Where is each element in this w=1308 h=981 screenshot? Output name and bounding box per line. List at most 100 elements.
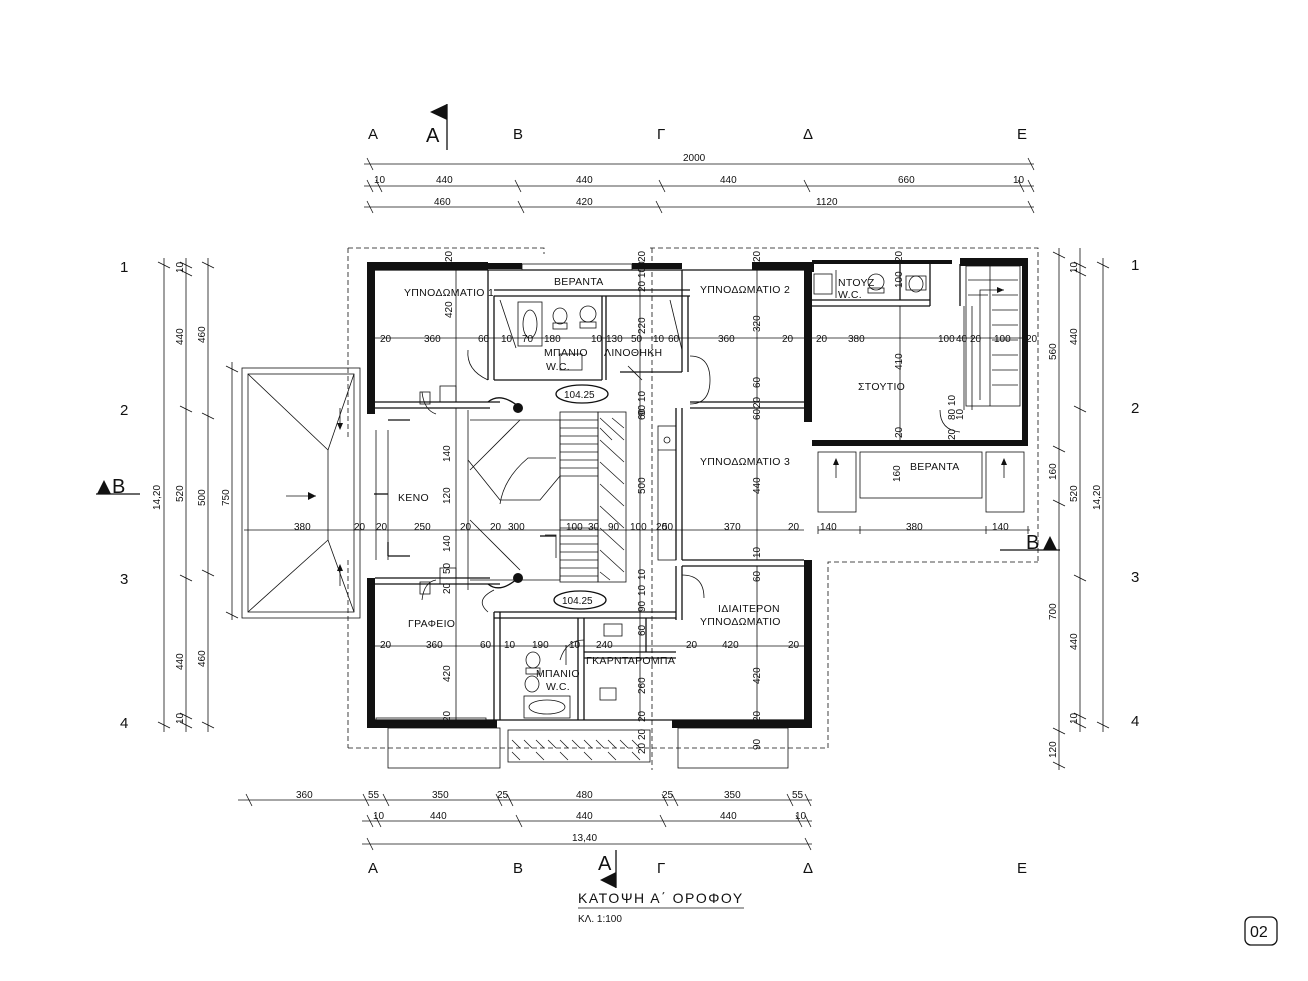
title-scale: ΚΛ. 1:100 — [578, 914, 622, 925]
svg-text:10: 10 — [795, 811, 807, 822]
svg-text:40: 40 — [956, 334, 968, 345]
svg-text:50: 50 — [631, 334, 643, 345]
svg-text:380: 380 — [294, 522, 311, 533]
svg-text:10: 10 — [1069, 261, 1080, 273]
svg-text:10: 10 — [653, 334, 665, 345]
svg-text:10: 10 — [637, 584, 648, 596]
room-master: ΙΔΙΑΙΤΕΡΟΝ — [718, 603, 780, 615]
svg-text:140: 140 — [442, 535, 453, 552]
room-bedroom-1: ΥΠΝΟΔΩΜΑΤΙΟ 1 — [404, 287, 494, 299]
grid-rows-right: 1 2 3 4 — [1131, 257, 1139, 730]
section-marker-a-bottom: A — [598, 850, 617, 888]
kitchenette — [657, 425, 677, 561]
grid-columns-top: A B Γ Δ E — [368, 126, 1027, 143]
svg-text:20: 20 — [442, 710, 453, 722]
svg-text:220: 220 — [637, 317, 648, 334]
grid-label: B — [513, 126, 523, 143]
grid-label: E — [1017, 126, 1027, 143]
svg-text:10: 10 — [637, 390, 648, 402]
svg-text:60: 60 — [637, 624, 648, 636]
grid-label: 3 — [120, 571, 128, 588]
svg-text:160: 160 — [1048, 463, 1059, 480]
svg-text:120: 120 — [442, 487, 453, 504]
svg-text:420: 420 — [576, 197, 593, 208]
svg-text:240: 240 — [596, 640, 613, 651]
svg-text:440: 440 — [720, 811, 737, 822]
svg-text:440: 440 — [576, 175, 593, 186]
void-roof — [241, 367, 361, 619]
section-marker-b-left: B — [96, 476, 140, 498]
svg-text:10: 10 — [1069, 712, 1080, 724]
svg-text:460: 460 — [434, 197, 451, 208]
svg-text:660: 660 — [898, 175, 915, 186]
svg-text:20: 20 — [970, 334, 982, 345]
svg-text:560: 560 — [1048, 343, 1059, 360]
room-office: ΓΡΑΦΕΙΟ — [408, 618, 455, 630]
grid-label: 1 — [120, 259, 128, 276]
svg-text:25: 25 — [662, 790, 674, 801]
svg-text:13,40: 13,40 — [572, 833, 597, 844]
svg-text:100: 100 — [938, 334, 955, 345]
grid-columns-bottom: A B Γ Δ E — [368, 860, 1027, 877]
svg-text:500: 500 — [637, 477, 648, 494]
svg-text:20: 20 — [788, 522, 800, 533]
svg-text:500: 500 — [197, 489, 208, 506]
section-marker-b-right: B — [1000, 532, 1060, 554]
room-bath-bottom-wc: W.C. — [546, 681, 570, 693]
room-veranda-top: ΒΕΡΑΝΤΑ — [554, 276, 604, 288]
svg-text:90: 90 — [637, 404, 648, 416]
svg-text:20: 20 — [947, 428, 958, 440]
svg-text:14,20: 14,20 — [1092, 485, 1103, 510]
svg-text:90: 90 — [637, 600, 648, 612]
svg-text:14,20: 14,20 — [152, 485, 163, 510]
svg-text:20: 20 — [816, 334, 828, 345]
svg-text:10: 10 — [373, 811, 385, 822]
svg-text:190: 190 — [532, 640, 549, 651]
room-storage: ΓΚΑΡΝΤΑΡΟΜΠΑ — [586, 655, 675, 667]
room-master-2: ΥΠΝΟΔΩΜΑΤΙΟ — [700, 616, 781, 628]
svg-text:160: 160 — [892, 465, 903, 482]
svg-text:20: 20 — [637, 742, 648, 754]
svg-text:250: 250 — [414, 522, 431, 533]
grid-label: E — [1017, 860, 1027, 877]
doors — [419, 349, 961, 661]
svg-text:20: 20 — [637, 710, 648, 722]
room-bedroom-3: ΥΠΝΟΔΩΜΑΤΙΟ 3 — [700, 456, 790, 468]
svg-text:B: B — [112, 476, 125, 498]
svg-text:20: 20 — [490, 522, 502, 533]
grid-label: A — [368, 860, 378, 877]
svg-text:10: 10 — [637, 568, 648, 580]
grid-label: A — [368, 126, 378, 143]
svg-text:20: 20 — [637, 280, 648, 292]
svg-text:10: 10 — [955, 408, 966, 420]
svg-text:480: 480 — [576, 790, 593, 801]
grid-label: 4 — [120, 715, 128, 732]
page-number: 02 — [1244, 916, 1278, 946]
svg-text:360: 360 — [424, 334, 441, 345]
interior-dim-numbers: 420 20 20 360 60 10 70 180 10 130 50 10 … — [294, 250, 1038, 754]
svg-text:20: 20 — [380, 640, 392, 651]
svg-text:100: 100 — [894, 271, 905, 288]
drawing-title: ΚΑΤΟΨΗ Α΄ ΟΡΟΦΟΥ ΚΛ. 1:100 — [578, 890, 744, 925]
grid-label: 2 — [1131, 400, 1139, 417]
svg-text:460: 460 — [197, 326, 208, 343]
svg-text:60: 60 — [752, 570, 763, 582]
svg-text:20: 20 — [782, 334, 794, 345]
svg-text:20: 20 — [444, 250, 455, 262]
svg-text:10: 10 — [175, 261, 186, 273]
svg-text:520: 520 — [1069, 485, 1080, 502]
svg-text:100: 100 — [637, 261, 648, 278]
svg-text:700: 700 — [1048, 603, 1059, 620]
svg-text:10: 10 — [752, 546, 763, 558]
svg-text:140: 140 — [992, 522, 1009, 533]
svg-text:440: 440 — [720, 175, 737, 186]
room-bedroom-2: ΥΠΝΟΔΩΜΑΤΙΟ 2 — [700, 284, 790, 296]
shower-fixtures — [813, 270, 927, 298]
svg-text:440: 440 — [175, 328, 186, 345]
grid-label: 3 — [1131, 569, 1139, 586]
svg-text:20: 20 — [656, 522, 668, 533]
grid-label: 4 — [1131, 713, 1139, 730]
section-marker-a-top: A — [426, 104, 448, 150]
svg-text:410: 410 — [894, 353, 905, 370]
